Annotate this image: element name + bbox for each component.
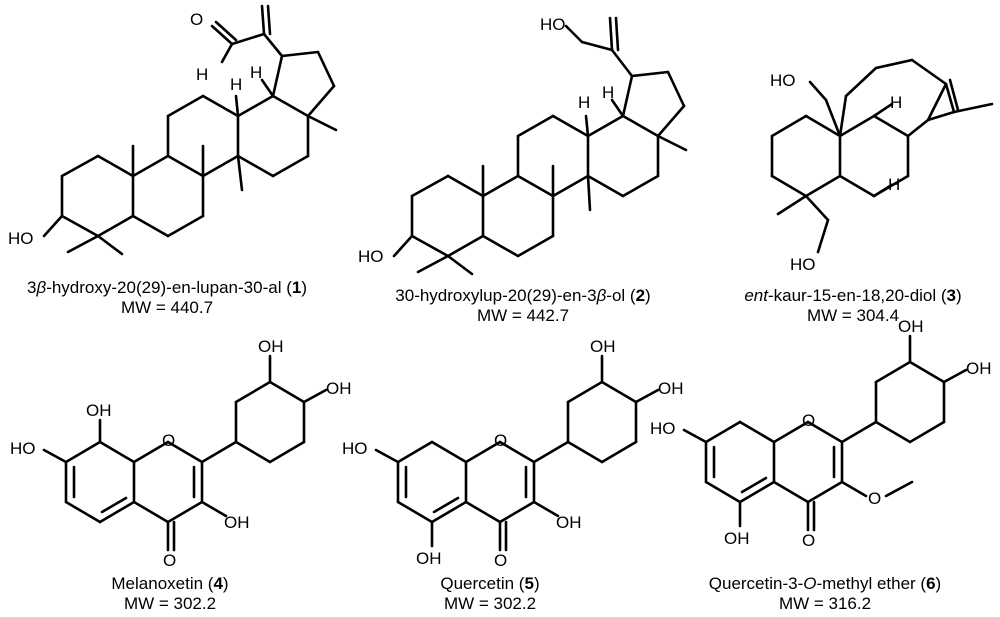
hydroxyl-label: OH [224,513,250,532]
hydroxyl-label: HO [790,255,816,274]
hydroxyl-label: OH [724,529,750,548]
hydroxyl-label: OH [416,549,442,568]
carbonyl-oxygen-label: O [494,551,507,570]
molecular-weight: MW = 302.2 [123,594,217,613]
compound-name: ent-kaur-15-en-18,20-diol (3) [744,286,962,305]
carbonyl-oxygen-label: O [802,531,815,550]
caption-compound-3: ent-kaur-15-en-18,20-diol (3) MW = 304.4 [708,286,998,326]
structure-compound-2: HO H H HO [358,15,688,276]
stereo-hydrogen-label: H [602,83,614,102]
caption-compound-4: Melanoxetin (4) MW = 302.2 [60,574,280,614]
hydroxyl-label: HO [650,419,676,438]
hydroxyl-label: HO [540,15,566,34]
molecular-weight: MW = 440.7 [120,298,214,317]
stereo-hydrogen-label: H [230,75,242,94]
caption-compound-5: Quercetin (5) MW = 302.2 [380,574,600,614]
molecular-weight: MW = 302.2 [443,594,537,613]
hydroxyl-label: HO [770,71,796,90]
hydroxyl-label: OH [590,337,616,356]
hydroxyl-label: OH [326,379,352,398]
stereo-hydrogen-label: H [890,93,902,112]
hydroxyl-label: OH [258,337,284,356]
compound-name: Melanoxetin (4) [111,574,229,593]
hydroxyl-label: OH [556,513,582,532]
aldehyde-hydrogen-label: H [196,65,208,84]
carbonyl-oxygen-label: O [163,551,176,570]
compound-name: Quercetin-3-O-methyl ether (6) [708,574,942,593]
structure-compound-6: HO O OH O O OH OH [650,317,992,550]
stereo-hydrogen-label: H [888,175,900,194]
hydroxyl-label: HO [8,229,34,248]
hydroxyl-label: OH [898,317,924,336]
hydroxyl-label: OH [658,379,684,398]
ring-oxygen-label: O [494,431,507,450]
structure-compound-1: O H H H HO [8,4,338,256]
compound-name: 3β-hydroxy-20(29)-en-lupan-30-al (1) [27,278,307,297]
caption-compound-1: 3β-hydroxy-20(29)-en-lupan-30-al (1) MW … [2,278,332,318]
hydroxyl-label: HO [10,439,36,458]
ring-oxygen-label: O [802,411,815,430]
stereo-hydrogen-label: H [578,93,590,112]
caption-compound-2: 30-hydroxylup-20(29)-en-3β-ol (2) MW = 4… [348,286,698,326]
molecular-weight: MW = 442.7 [476,306,570,325]
methoxy-oxygen-label: O [868,489,881,508]
structure-compound-4: OH HO O O OH OH OH [10,337,352,570]
ring-oxygen-label: O [162,431,175,450]
structure-compound-5: HO O OH O OH OH OH [342,337,684,570]
caption-compound-6: Quercetin-3-O-methyl ether (6) MW = 316.… [670,574,980,614]
compound-name: Quercetin (5) [440,574,540,593]
compound-name: 30-hydroxylup-20(29)-en-3β-ol (2) [395,286,651,305]
hydroxyl-label: HO [342,439,368,458]
hydroxyl-label: OH [86,401,112,420]
hydroxyl-label: OH [966,359,992,378]
stereo-hydrogen-label: H [250,63,262,82]
aldehyde-oxygen-label: O [190,10,203,29]
hydroxyl-label: HO [358,247,384,266]
molecular-weight: MW = 316.2 [778,594,872,613]
structure-compound-3: HO H H HO [770,58,994,274]
molecular-weight: MW = 304.4 [806,306,900,325]
